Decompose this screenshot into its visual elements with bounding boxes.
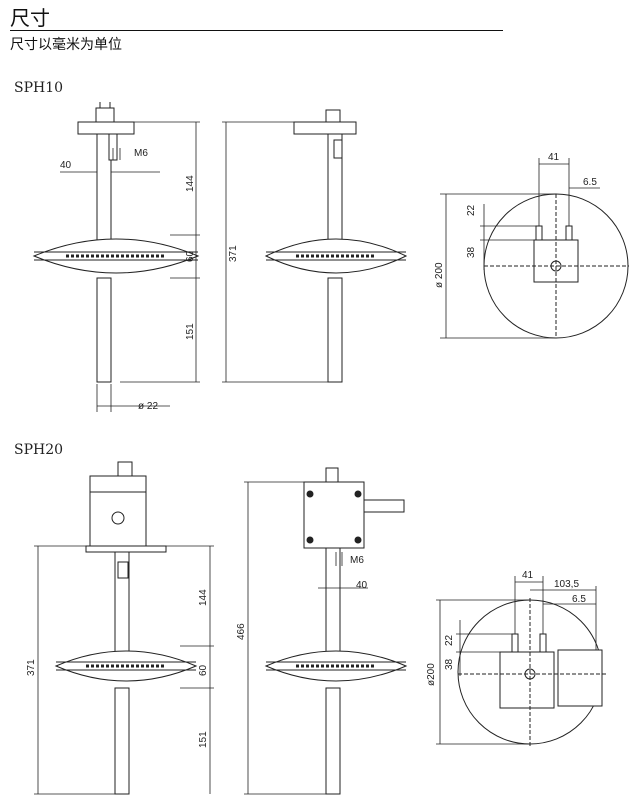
sph20-side-view [264,467,408,795]
sph20-side-dimensions [244,481,368,795]
sph20-dim-dia200: ø200 [426,663,437,686]
sph10-front-dimensions [60,121,200,412]
sph10-side-view [264,109,408,383]
sph20-dim-371: 371 [26,659,37,676]
sph20-dim-466: 466 [236,623,247,640]
sph10-dim-dia22: ø 22 [138,401,158,412]
sph10-dim-38: 38 [466,246,477,258]
sph20-dim-6-5: 6.5 [572,594,586,605]
sph10-dim-40: 40 [60,160,72,171]
sph10-side-dimensions [222,121,328,383]
sph20-top-dimensions [436,576,597,745]
sph20-dim-40: 40 [356,580,368,591]
sph20-front-dimensions [34,545,214,795]
page-title: 尺寸 [10,6,50,30]
sph10-dim-22: 22 [466,204,477,216]
sph10-front-view [32,102,200,383]
sph20-front-view [54,461,198,795]
sph10-dim-151: 151 [185,323,196,340]
units-note: 尺寸以毫米为单位 [10,37,122,53]
sph10-dim-6-5: 6.5 [583,177,597,188]
sph20-dim-103-5: 103,5 [554,579,579,590]
sph20-dim-60: 60 [198,664,209,676]
sph20-dim-151: 151 [198,731,209,748]
sph10-dim-41: 41 [548,152,560,163]
sph20-dim-22: 22 [444,634,455,646]
sph20-dim-144: 144 [198,589,209,606]
sph10-dim-371: 371 [228,245,239,262]
sph20-dim-38: 38 [444,658,455,670]
sph10-dim-m6: M6 [134,148,148,159]
sph10-dim-dia200: ø 200 [434,262,445,288]
sph20-top-view [457,598,606,746]
sph20-dim-m6: M6 [350,555,364,566]
sph10-top-dimensions [440,158,600,339]
sph10-model-label: SPH10 [14,80,64,96]
sph20-dim-41: 41 [522,570,534,581]
sph20-model-label: SPH20 [14,442,64,458]
sph10-dim-60: 60 [185,250,196,262]
title-divider [10,30,503,31]
sph10-dim-144: 144 [185,175,196,192]
sph10-top-view [483,193,629,339]
